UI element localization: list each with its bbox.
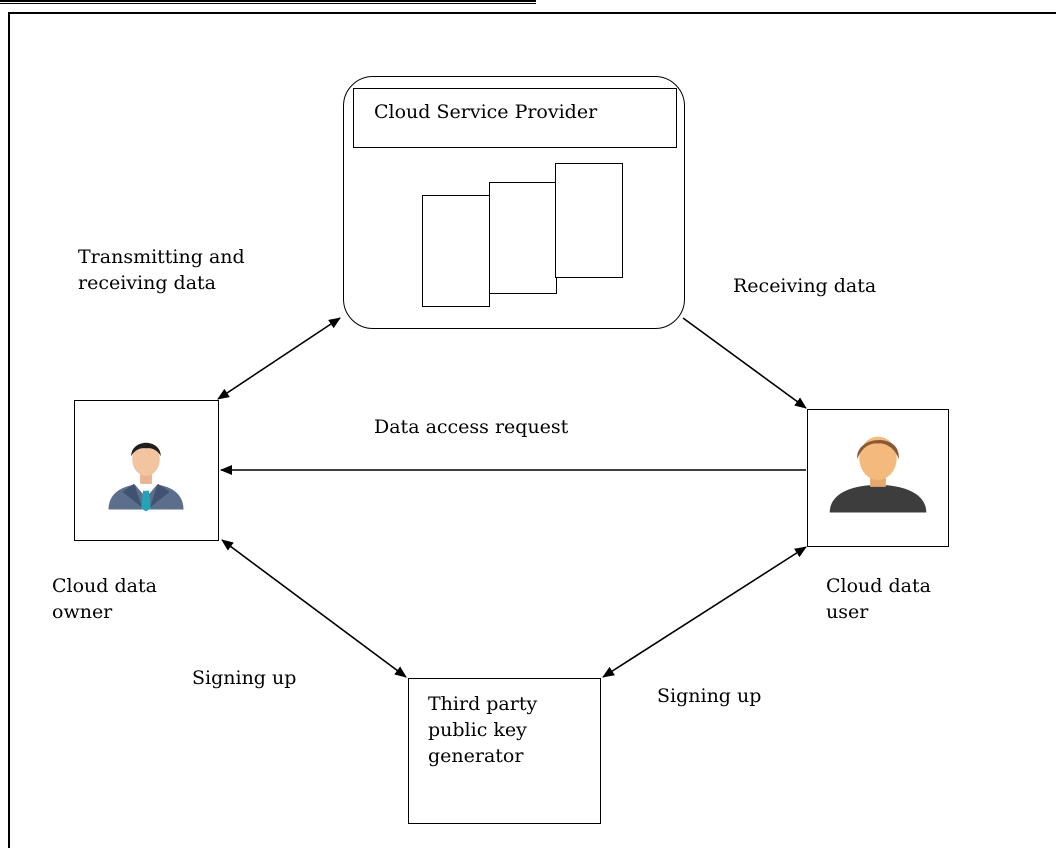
user-caption: Cloud data user <box>826 575 931 623</box>
cloud-service-provider-node: Cloud Service Provider <box>343 76 685 329</box>
diagram-frame <box>8 12 1056 848</box>
business-man-icon <box>108 442 184 512</box>
storage-document-2 <box>489 182 557 294</box>
third-party-key-generator-node: Third party public key generator <box>408 678 601 824</box>
edge-label-owner-csp: Transmitting and receiving data <box>78 246 245 294</box>
edge-owner-csp <box>217 317 341 400</box>
storage-document-1 <box>422 195 490 307</box>
edge-owner-tp <box>221 539 407 678</box>
owner-caption: Cloud data owner <box>52 575 157 623</box>
storage-document-3 <box>555 163 623 278</box>
edge-label-owner-tp: Signing up <box>192 667 297 689</box>
third-party-label: Third party public key generator <box>428 693 538 767</box>
edge-label-user-owner: Data access request <box>374 416 569 438</box>
csp-title-box: Cloud Service Provider <box>353 88 677 148</box>
top-rule <box>0 0 536 4</box>
csp-title: Cloud Service Provider <box>374 101 598 123</box>
edge-user-tp <box>602 546 807 678</box>
edge-label-user-tp: Signing up <box>657 685 762 707</box>
cloud-data-owner-node <box>74 400 219 541</box>
user-person-icon <box>829 436 927 513</box>
edge-csp-user <box>682 317 807 409</box>
edge-label-csp-user: Receiving data <box>733 275 877 297</box>
cloud-data-user-node <box>807 409 949 547</box>
